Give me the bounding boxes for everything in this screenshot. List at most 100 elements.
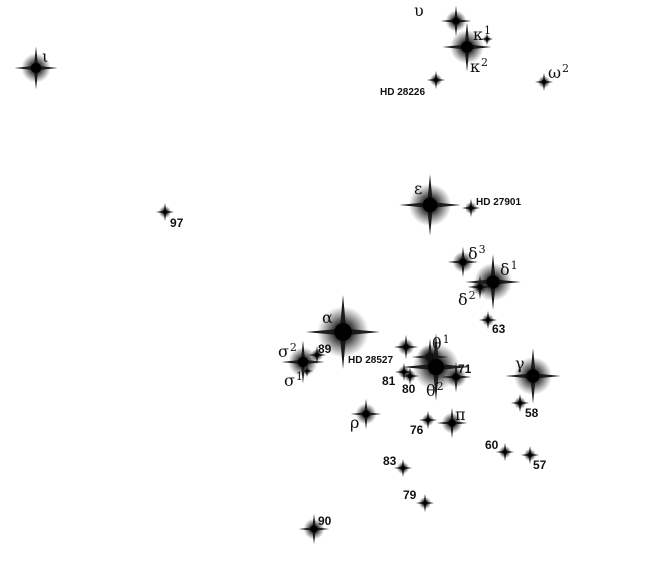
alpha-label: α <box>322 308 333 327</box>
s89-label: 89 <box>318 342 332 356</box>
s63-star <box>478 310 498 330</box>
iota-star-core <box>30 62 42 74</box>
s58-star-core <box>517 400 523 406</box>
hd27901-label: HD 27901 <box>476 197 521 208</box>
sigma1-star <box>301 365 313 377</box>
delta3-star <box>447 246 479 278</box>
delta3-label-superscript: 3 <box>479 243 486 256</box>
s83-star <box>393 458 413 478</box>
hd28226-label: HD 28226 <box>380 87 425 98</box>
iota-star <box>14 46 58 90</box>
s81-label: 81 <box>382 374 396 388</box>
hd28226-star <box>426 70 446 90</box>
pi-star <box>436 407 468 439</box>
s76-star <box>418 410 438 430</box>
s80-star <box>400 366 420 386</box>
s97-label: 97 <box>170 216 184 230</box>
s79-label: 79 <box>403 488 417 502</box>
kappa1-label-superscript: 1 <box>484 24 491 37</box>
pi-label: π <box>455 405 466 424</box>
s57-star-core <box>527 452 533 458</box>
kappa1-star <box>442 22 492 72</box>
s97-star-core <box>162 209 168 215</box>
s76-star-core <box>425 417 431 423</box>
s89-star <box>307 345 327 365</box>
delta2-star-core <box>477 284 483 290</box>
kappa2-label: κ2 <box>470 56 488 76</box>
theta2-star-core <box>427 358 445 376</box>
iota-label: ι <box>42 47 48 66</box>
omega2-label-superscript: 2 <box>562 62 569 75</box>
rho-star-core <box>362 410 370 418</box>
s57-star <box>520 445 540 465</box>
theta1-label-superscript: 1 <box>443 333 450 346</box>
s80-label: 80 <box>402 382 416 396</box>
s63-star-core <box>485 317 491 323</box>
rho-label: ρ <box>350 413 359 432</box>
delta1-star-core <box>486 275 500 289</box>
hd27901-star-core <box>468 205 474 211</box>
hd28527-star <box>393 334 419 360</box>
sigma2-star-core <box>297 356 309 368</box>
delta2-star <box>467 274 493 300</box>
omega2-star <box>534 72 554 92</box>
stars-layer <box>14 5 561 545</box>
alpha-star <box>306 295 380 369</box>
s89-star-core <box>314 352 320 358</box>
hd28527-label: HD 28527 <box>348 355 393 366</box>
s90-star-core <box>310 525 318 533</box>
hd28226-star-core <box>433 77 439 83</box>
kappa1-star-core <box>461 41 473 53</box>
delta2-label-superscript: 2 <box>469 289 476 302</box>
s58-star <box>510 393 530 413</box>
s60-star-core <box>502 449 508 455</box>
kappa2-star-core <box>485 37 489 41</box>
s71-label: 71 <box>458 362 472 376</box>
alpha-star-core <box>334 323 352 341</box>
upsilon-label: υ <box>414 1 424 20</box>
s60-star <box>495 442 515 462</box>
hd27901-star <box>461 198 481 218</box>
s90-star <box>298 513 330 545</box>
s79-star <box>415 493 435 513</box>
epsilon-label: ε <box>414 179 422 198</box>
gamma-label: γ <box>515 354 525 373</box>
s60-label: 60 <box>485 438 499 452</box>
s57-label: 57 <box>533 458 547 472</box>
s97-star <box>155 202 175 222</box>
sigma2-label-superscript: 2 <box>290 341 297 354</box>
s83-star-core <box>400 465 406 471</box>
kappa2-star <box>481 33 493 45</box>
delta1-label: δ1 <box>500 259 518 279</box>
hd28527-star-core <box>403 344 409 350</box>
s63-label: 63 <box>492 322 506 336</box>
epsilon-star-core <box>422 197 438 213</box>
sigma1-label-superscript: 1 <box>296 370 303 383</box>
s83-label: 83 <box>383 454 397 468</box>
s71-star <box>440 361 472 393</box>
kappa2-label-superscript: 2 <box>481 56 488 69</box>
s90-label: 90 <box>318 514 332 528</box>
gamma-star-core <box>526 369 540 383</box>
s76-label: 76 <box>410 423 424 437</box>
delta2-label: δ2 <box>458 289 476 309</box>
sigma1-star-core <box>305 369 309 373</box>
omega2-star-core <box>541 79 547 85</box>
gamma-star <box>505 348 561 404</box>
delta3-label: δ3 <box>468 243 486 263</box>
theta2-label-superscript: 2 <box>437 380 444 393</box>
sigma1-label: σ1 <box>284 370 303 390</box>
s58-label: 58 <box>525 406 539 420</box>
s79-star-core <box>422 500 428 506</box>
s80-star-core <box>407 373 413 379</box>
upsilon-star <box>440 5 472 37</box>
delta1-label-superscript: 1 <box>511 259 518 272</box>
upsilon-star-core <box>452 17 460 25</box>
theta2-label: θ2 <box>426 380 444 400</box>
delta3-star-core <box>459 258 467 266</box>
omega2-label: ω2 <box>548 62 569 82</box>
epsilon-star <box>399 174 461 236</box>
pi-star-core <box>448 419 456 427</box>
